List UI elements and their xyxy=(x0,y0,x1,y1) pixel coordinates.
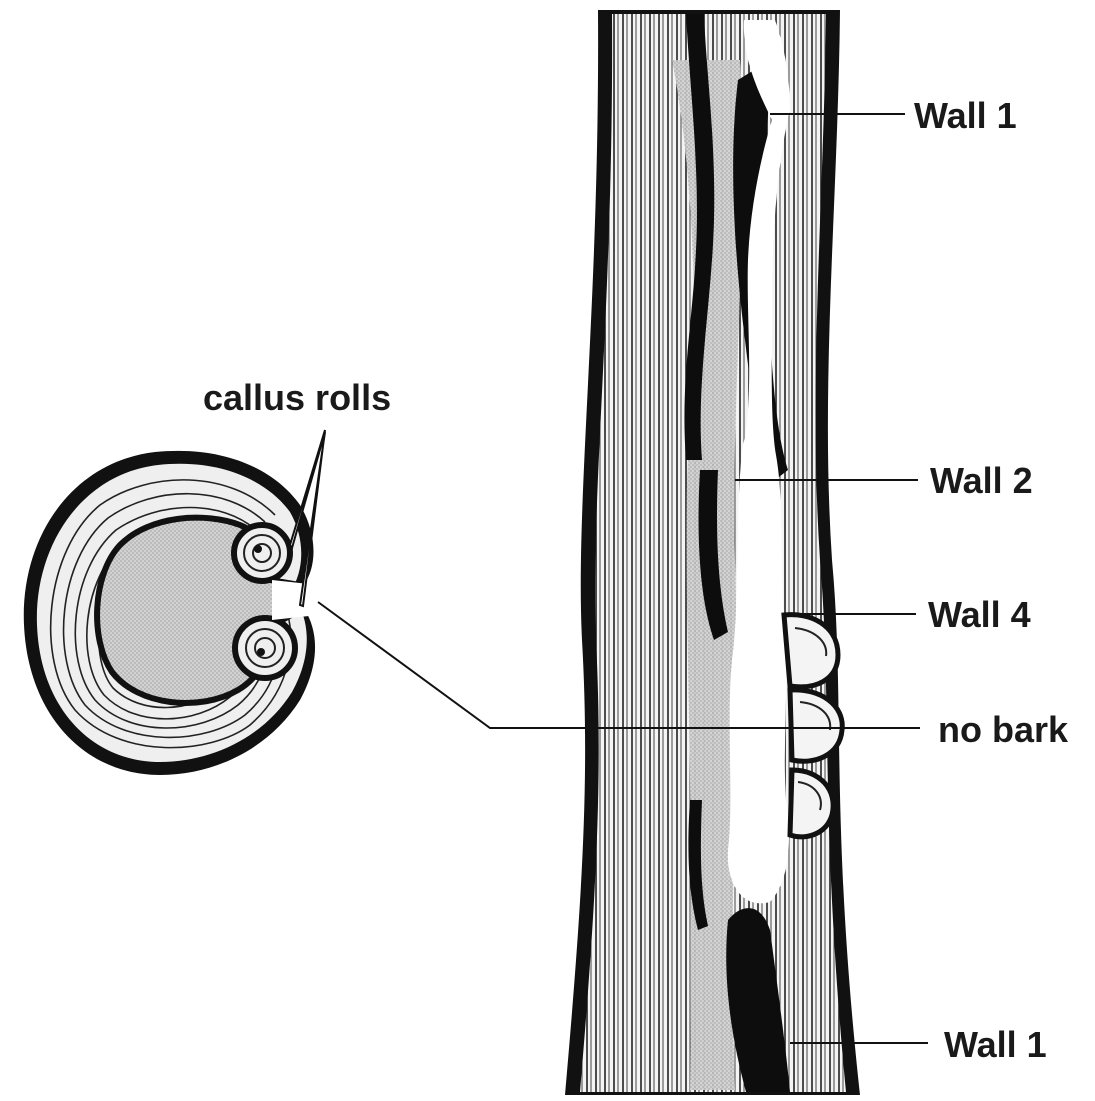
callus-roll-lower xyxy=(235,618,295,678)
callus-roll-upper xyxy=(234,525,290,581)
callus-tissue xyxy=(784,615,842,837)
wound-opening xyxy=(272,580,318,620)
label-callus-rolls: callus rolls xyxy=(203,378,391,418)
label-wall-2: Wall 2 xyxy=(930,461,1033,501)
label-no-bark: no bark xyxy=(938,710,1068,750)
label-wall-1-top: Wall 1 xyxy=(914,96,1017,136)
cross-section xyxy=(24,451,318,775)
label-wall-1-bottom: Wall 1 xyxy=(944,1025,1047,1065)
label-wall-4: Wall 4 xyxy=(928,595,1031,635)
trunk xyxy=(565,10,860,1095)
